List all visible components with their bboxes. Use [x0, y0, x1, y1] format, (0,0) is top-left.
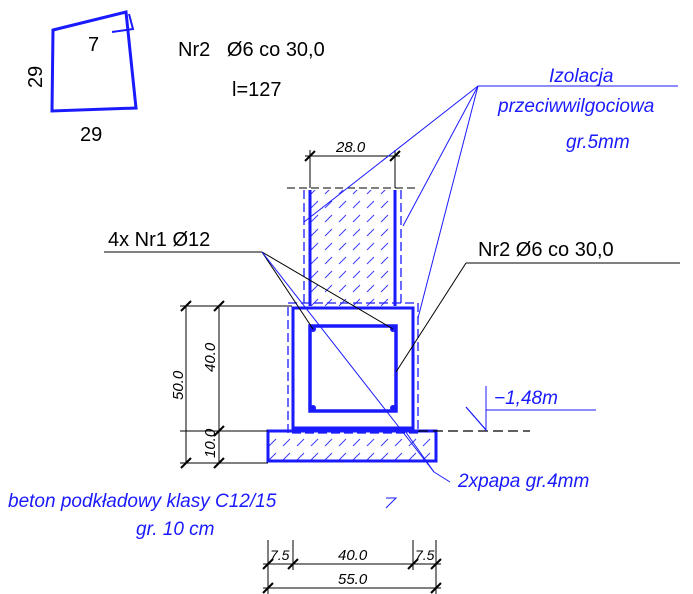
insulation-label-line2: przeciwwilgociowa	[497, 96, 654, 117]
dim-footing-height: 40.0	[202, 342, 219, 372]
bar-designation: Nr2 Ø6 co 30,0	[178, 39, 325, 61]
tarpaper-callout: 2xpapa gr.4mm	[261, 251, 589, 492]
hook-length-label: 7	[88, 34, 99, 56]
bar-length: l=127	[232, 79, 282, 101]
dim-wall-width: 28.0	[335, 139, 366, 156]
lean-concrete-slab	[266, 429, 438, 463]
insulation-label-line1: Izolacja	[549, 66, 613, 87]
wall-concrete-hatch	[310, 190, 395, 306]
shape-bottom-label: 29	[80, 124, 102, 146]
dim-total-width: 55.0	[338, 571, 368, 588]
lean-concrete-label-line2: gr. 10 cm	[136, 519, 215, 540]
insulation-callout: Izolacja przeciwwilgociowa gr.5mm	[303, 66, 678, 319]
lean-concrete-callout: beton podkładowy klasy C12/15 gr. 10 cm	[8, 491, 398, 540]
shape-side-label: 29	[25, 66, 47, 88]
rebar-bottom-right	[390, 405, 396, 411]
main-bars-label: 4x Nr1 Ø12	[108, 229, 210, 251]
stirrup-hook	[111, 13, 135, 33]
tarpaper-label: 2xpapa gr.4mm	[457, 471, 589, 492]
footing-outline	[291, 306, 415, 430]
stirrups-label: Nr2 Ø6 co 30,0	[478, 239, 614, 261]
dim-right-offset: 7.5	[415, 547, 435, 563]
wall-section	[287, 187, 415, 306]
vertical-dimensions: 50.0 40.0 10.0	[170, 300, 292, 469]
level-label: −1,48m	[494, 388, 558, 409]
wall-width-dimension: 28.0	[304, 139, 401, 188]
stirrup-callout: Nr2 Ø6 co 30,0	[395, 239, 680, 373]
rebar-bottom-left	[310, 405, 316, 411]
stirrup-shape-sketch: 7 29 29	[25, 10, 138, 146]
level-marker: −1,48m	[465, 386, 596, 431]
stirrup-shape-outline	[50, 10, 138, 113]
horizontal-dimensions: 7.5 40.0 7.5 55.0	[262, 540, 442, 594]
insulation-label-line3: gr.5mm	[566, 132, 630, 153]
stirrup-nr2	[308, 324, 398, 413]
main-bars-callout: 4x Nr1 Ø12	[104, 229, 394, 330]
dim-lean-height: 10.0	[202, 428, 219, 458]
dim-left-offset: 7.5	[270, 547, 290, 563]
bar-specification: Nr2 Ø6 co 30,0 l=127	[178, 39, 325, 101]
dim-footing-width: 40.0	[338, 547, 368, 564]
lean-concrete-label-line1: beton podkładowy klasy C12/15	[8, 491, 277, 512]
lean-concrete-rect	[266, 429, 438, 463]
dim-total-height: 50.0	[170, 370, 187, 400]
